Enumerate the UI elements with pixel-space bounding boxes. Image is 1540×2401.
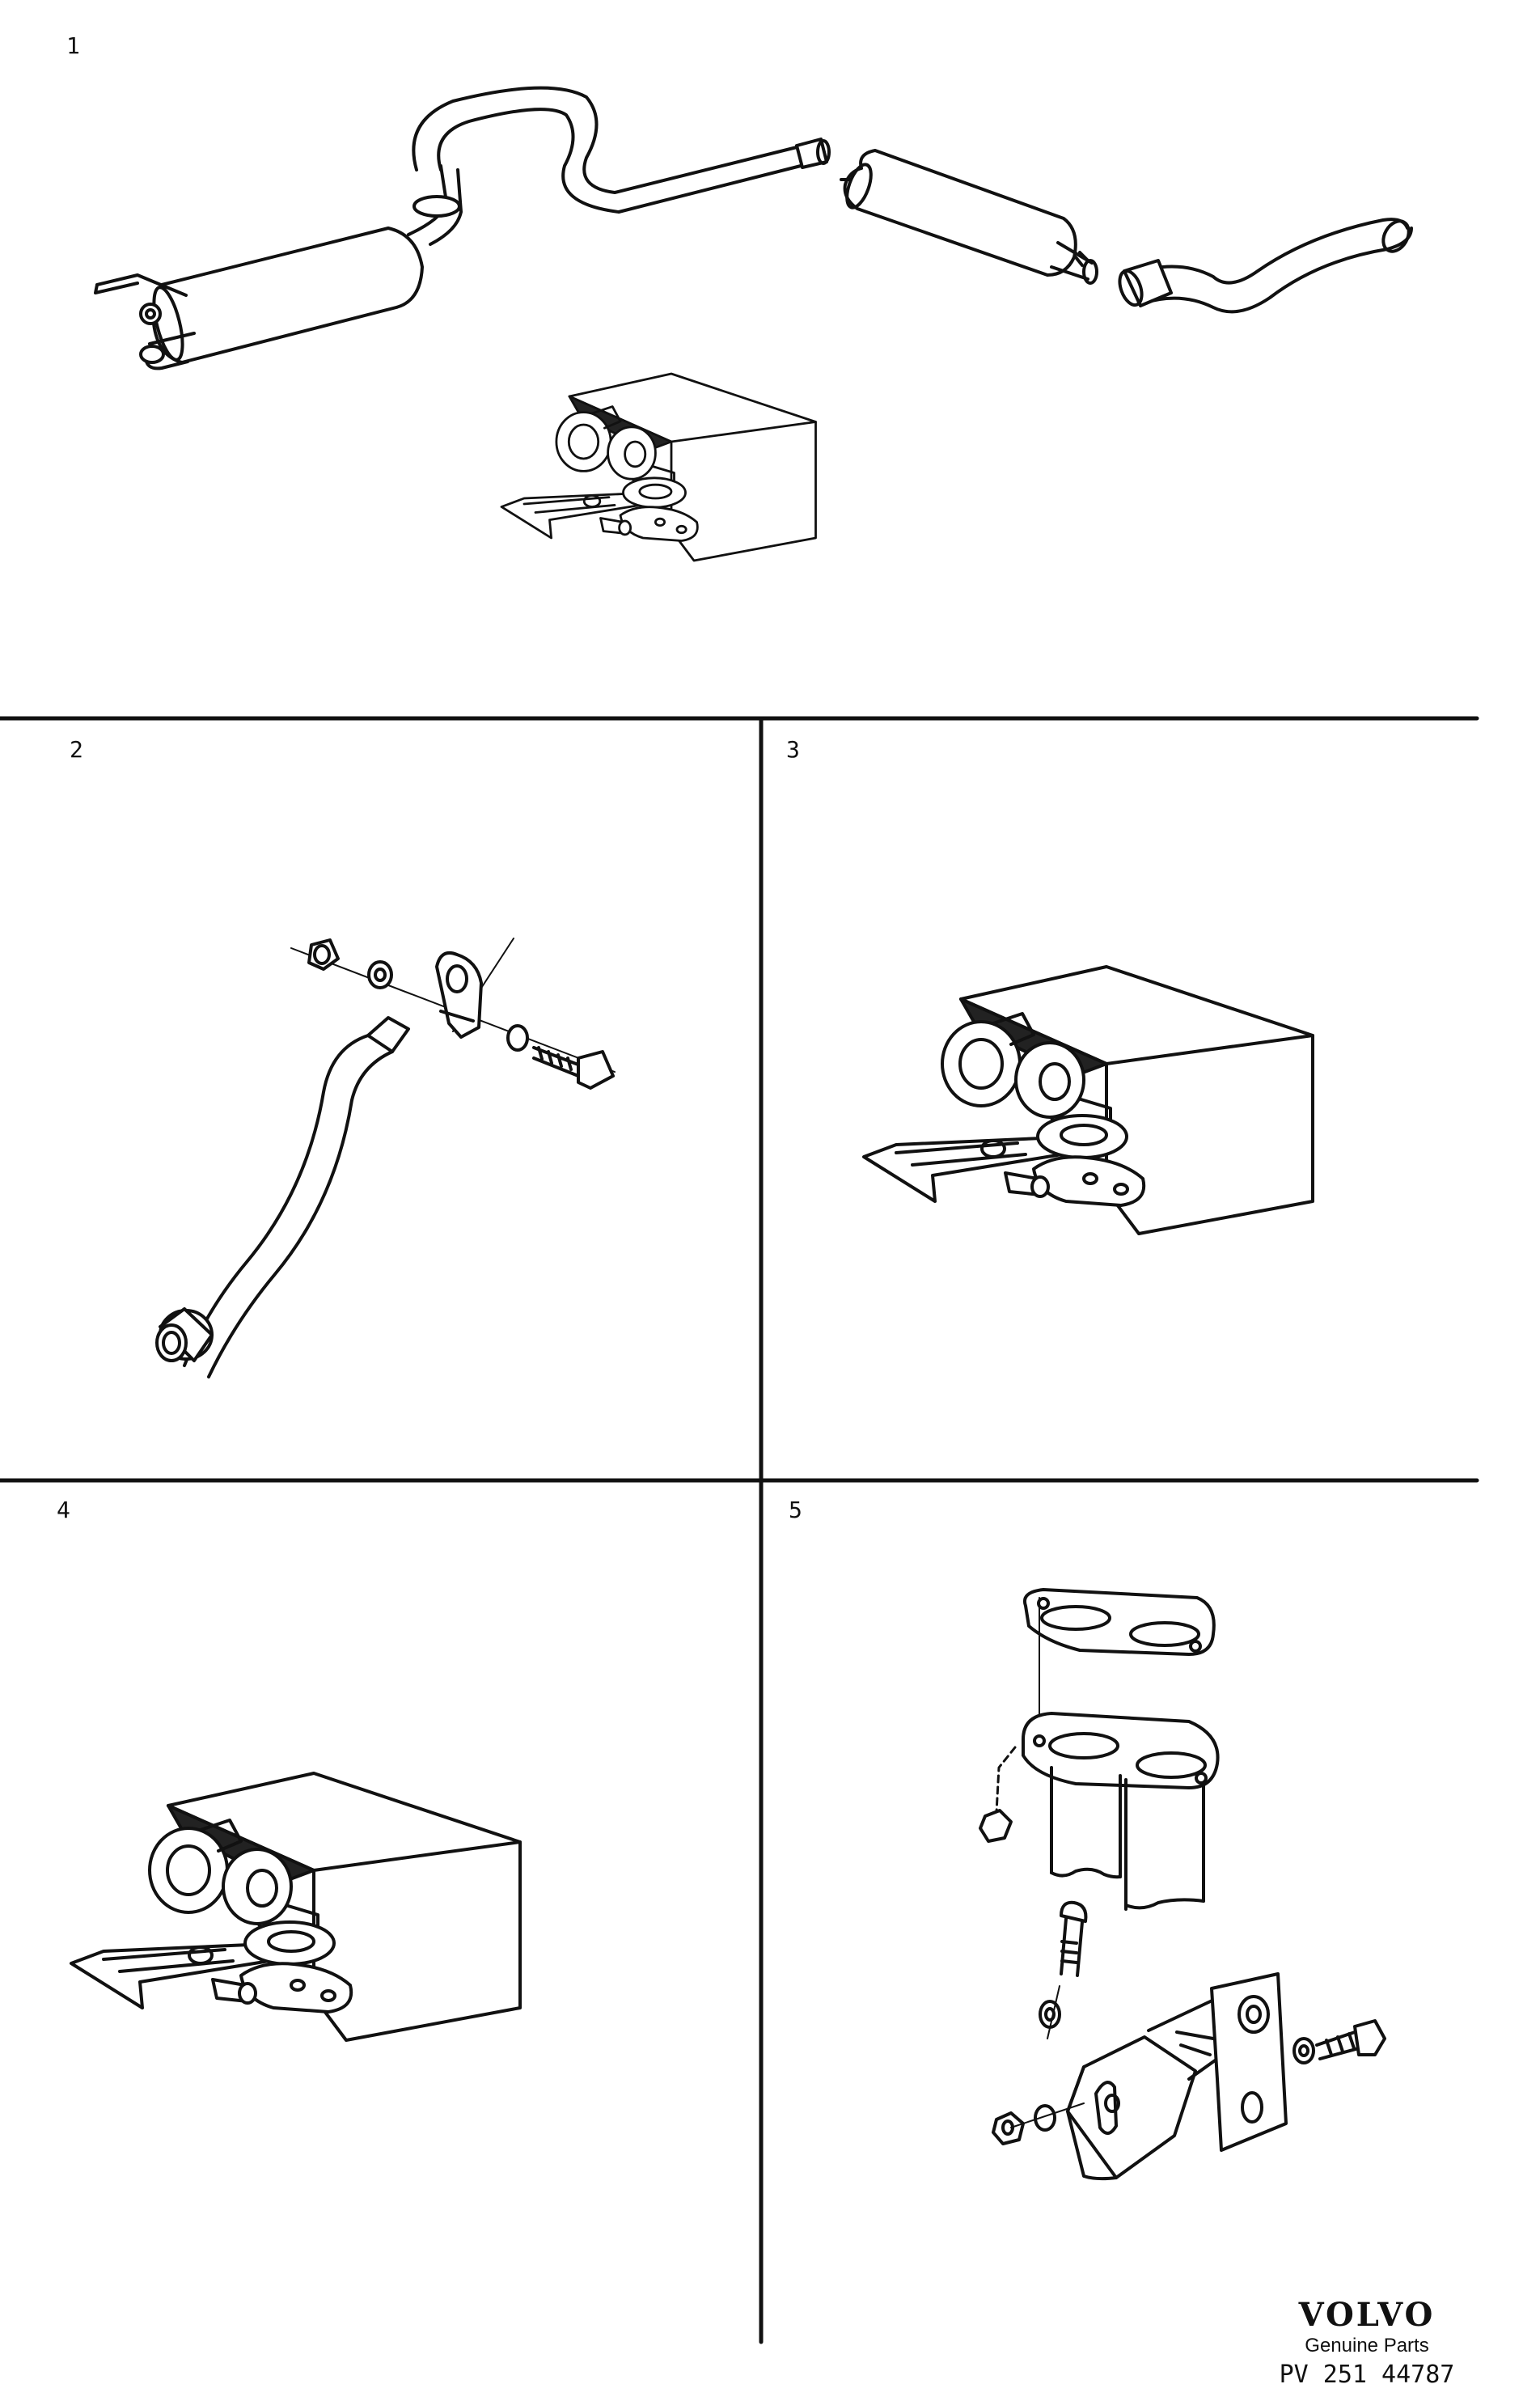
panel-number: 1 (66, 32, 80, 59)
part-code: PV 251 44787 (1279, 2361, 1455, 2389)
panel-dividers (0, 716, 1479, 2344)
panel-number: 3 (786, 736, 800, 763)
exhaust-system-illustration (94, 86, 1413, 371)
brand-tagline: Genuine Parts (1305, 2335, 1429, 2357)
panel-number: 2 (70, 736, 83, 763)
fitting-kit-box (70, 1772, 522, 2042)
front-pipe-illustration (155, 938, 616, 1378)
fitting-kit-box (500, 372, 817, 562)
panel-number: 4 (57, 1497, 70, 1523)
fitting-kit-box (862, 965, 1314, 1235)
brand-footer: VOLVO Genuine Parts PV 251 44787 (1262, 2297, 1472, 2391)
panel-number: 5 (789, 1497, 802, 1523)
gasket-bracket-illustration (979, 1588, 1386, 2181)
volvo-logo: VOLVO (1298, 2296, 1436, 2334)
